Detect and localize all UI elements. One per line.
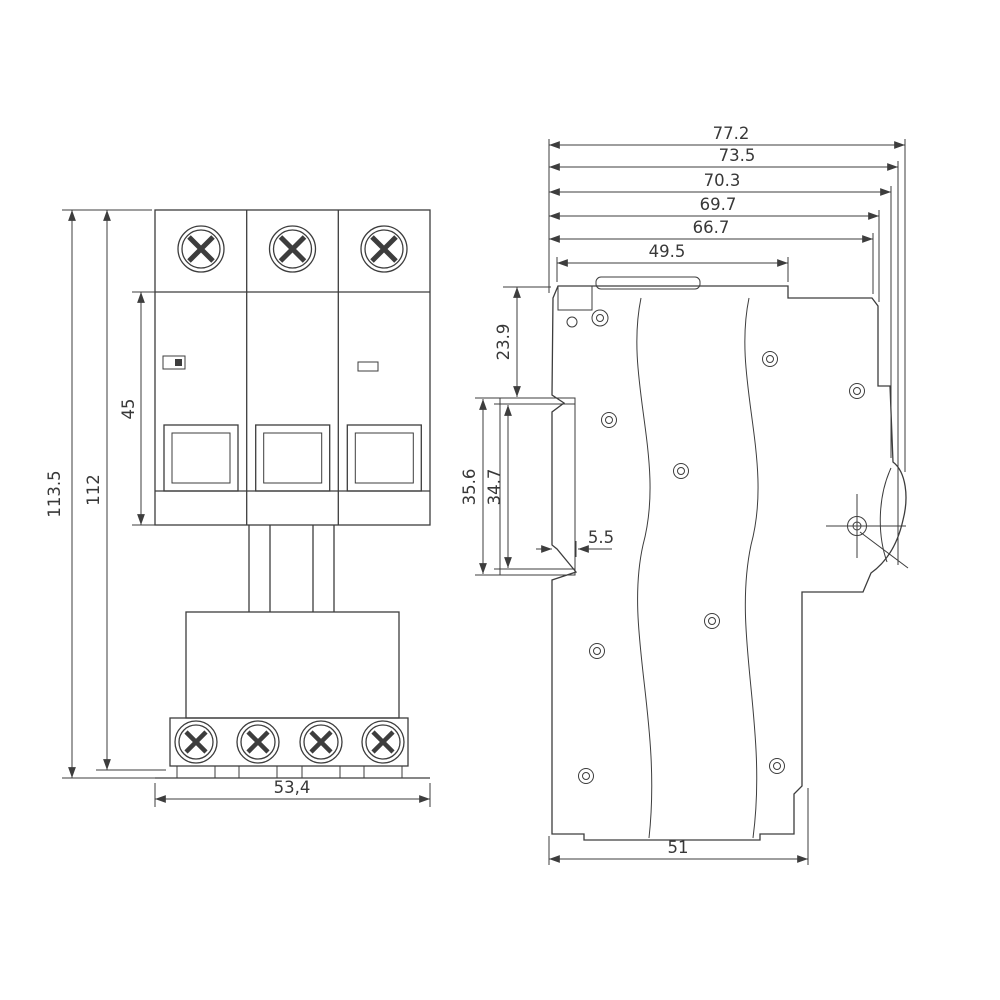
bottom-terminal-screw-1 [174,720,218,764]
dim-hook: 5.5 [536,528,614,557]
dim-depth-3: 70.3 [549,171,892,458]
front-terminal-screw-3 [360,225,408,273]
dim-label-rail-inner: 34.7 [485,469,504,506]
dim-top-to-rail: 23.9 [492,286,551,399]
dim-body-height: 112 [84,210,166,771]
front-lower-body [155,525,430,779]
dim-label-top-depth: 49.5 [649,242,686,261]
indicator-window-right [357,361,379,372]
dim-label-depth-4: 69.7 [700,195,737,214]
front-view: 113.5 112 45 53,4 [45,209,431,807]
bottom-terminal-screw-4 [361,720,405,764]
bottom-terminal-screw-3 [299,720,343,764]
dim-label-rail-outer: 35.6 [460,469,479,506]
side-view: 77.2 73.5 70.3 69.7 66.7 49.5 [460,124,909,865]
rivet-holes [578,351,865,784]
dim-label-depth-3: 70.3 [704,171,741,190]
toggle-handle-2 [255,424,331,492]
dim-overall-height: 113.5 [45,209,166,779]
dim-rail-inner: 34.7 [485,403,512,570]
dim-top-depth: 49.5 [556,242,789,282]
latch-screw [826,494,909,569]
din-rail-section [499,397,576,576]
side-view-body [551,276,907,841]
dim-label-depth-1: 77.2 [713,124,750,143]
dim-depth-2: 73.5 [549,146,899,565]
toggle-handle-3 [346,424,422,492]
bottom-terminal-screw-2 [236,720,280,764]
indicator-window-left [162,355,186,370]
dim-depth-5: 66.7 [549,218,874,294]
dim-label-top-to-rail: 23.9 [494,324,513,361]
front-terminal-screw-2 [268,225,317,273]
dim-depth-4: 69.7 [549,195,880,302]
dim-label-overall-height: 113.5 [45,470,64,517]
dim-label-depth-2: 73.5 [719,146,756,165]
dim-rail-outer: 35.6 [460,397,500,576]
dim-label-mid-height: 45 [119,399,138,420]
dim-label-overall-width: 53,4 [274,778,311,797]
dim-mid-height: 45 [119,291,157,526]
dim-base-depth: 51 [548,788,809,865]
dim-overall-width: 53,4 [154,778,431,807]
toggle-handle-1 [163,424,239,492]
dim-label-depth-5: 66.7 [693,218,730,237]
dim-label-base-depth: 51 [668,838,689,857]
dim-label-hook: 5.5 [588,528,614,547]
dim-label-body-height: 112 [84,474,103,506]
front-terminal-screw-1 [177,225,225,273]
